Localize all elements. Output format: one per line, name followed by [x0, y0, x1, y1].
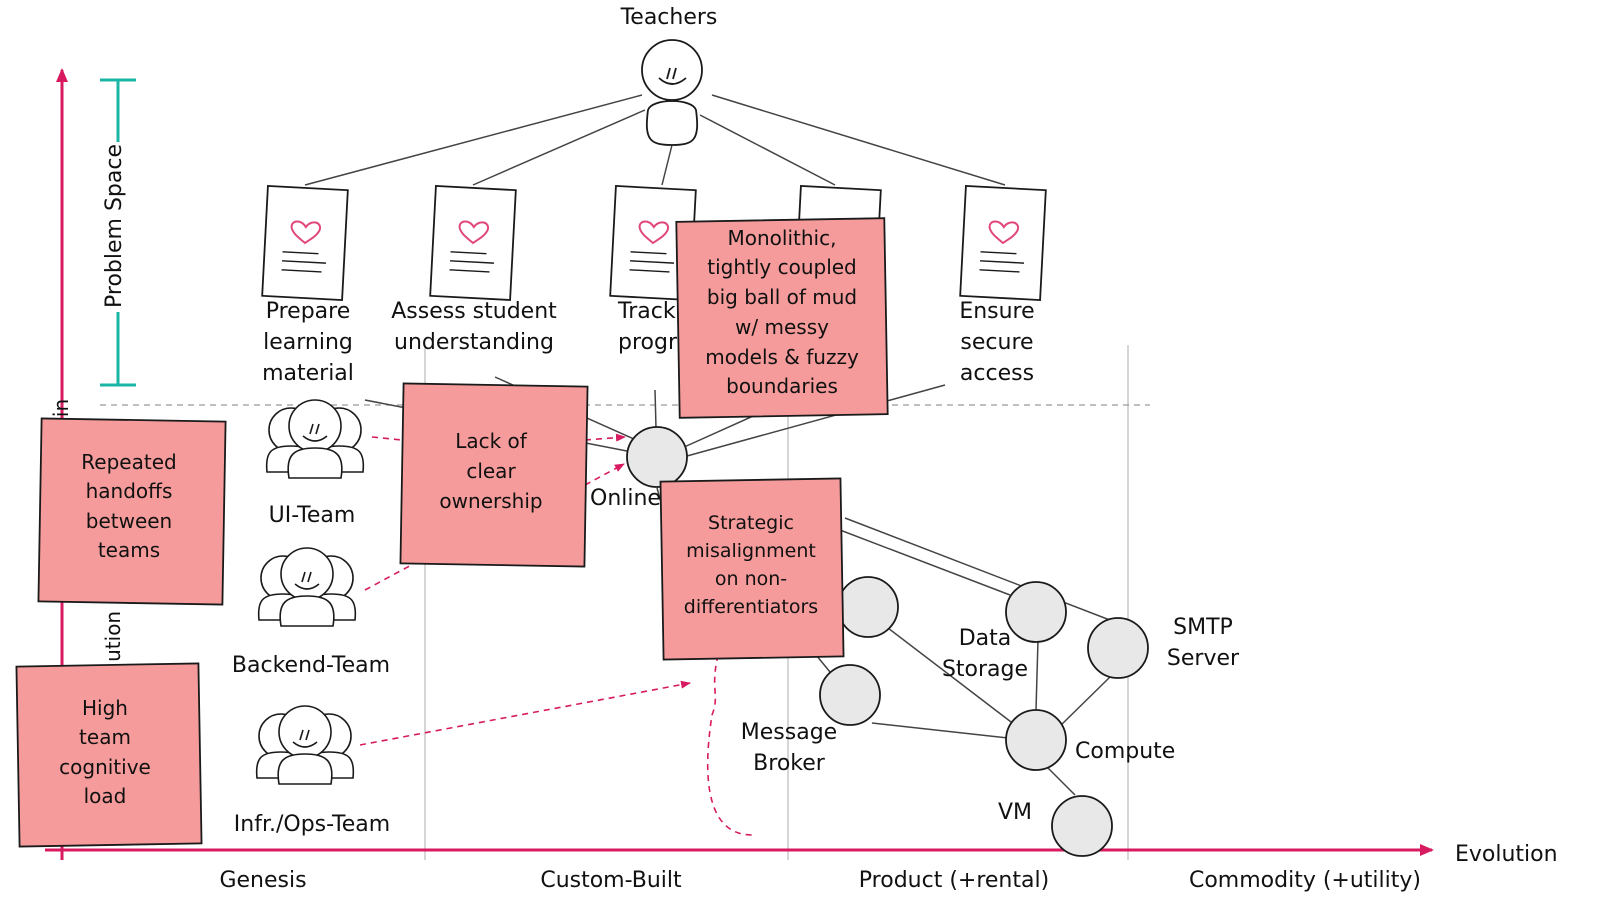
- document-heart-icon: [959, 185, 1047, 301]
- stage-custom-built: Custom-Built: [540, 868, 682, 893]
- sticky-line: between: [86, 509, 172, 533]
- sticky-line: load: [84, 784, 127, 808]
- sticky-line: big ball of mud: [707, 285, 857, 309]
- label-message-broker-1: Message: [741, 720, 837, 745]
- node-online[interactable]: [626, 426, 688, 488]
- component-nodes: [626, 426, 1149, 857]
- problem-space-label: Problem Space: [102, 144, 127, 308]
- team-infra-ops: Infr./Ops-Team: [234, 705, 390, 837]
- sticky-line: on non-: [715, 568, 787, 590]
- person-icon: [641, 39, 703, 146]
- team-label: Infr./Ops-Team: [234, 812, 390, 837]
- sticky-line: Repeated: [81, 450, 176, 474]
- sticky-line: Lack of: [455, 429, 528, 453]
- document-heart-icon: [609, 185, 697, 301]
- arrow-infra-to-components: [359, 680, 691, 746]
- sticky-line: clear: [466, 459, 516, 483]
- label-smtp-2: Server: [1167, 646, 1240, 671]
- team-icon: [265, 399, 365, 479]
- user-need-links: [304, 94, 1006, 186]
- sticky-line: boundaries: [726, 374, 838, 398]
- need-label-line: Ensure: [959, 299, 1034, 324]
- sticky-lack-of-ownership: Lack of clear ownership: [399, 382, 589, 568]
- stage-product: Product (+rental): [859, 868, 1049, 893]
- label-online: Online: [590, 486, 661, 511]
- sticky-line: tightly coupled: [707, 255, 857, 279]
- arrow-backend-to-online: [364, 554, 431, 591]
- label-smtp-1: SMTP: [1173, 615, 1233, 640]
- sticky-line: Strategic: [708, 512, 794, 534]
- document-heart-icon: [261, 185, 349, 301]
- sticky-line: teams: [98, 538, 160, 562]
- sticky-line: models & fuzzy: [705, 345, 859, 369]
- sticky-repeated-handoffs: Repeated handoffs between teams: [37, 417, 227, 606]
- y-axis-fragment-ution: ution s: [101, 594, 125, 662]
- sticky-line: differentiators: [684, 596, 818, 618]
- sticky-line: w/ messy: [735, 315, 829, 339]
- node-message-broker[interactable]: [819, 664, 881, 726]
- need-label-line: access: [960, 361, 1034, 386]
- need-label-line: material: [262, 361, 354, 386]
- need-documents: [261, 185, 1047, 301]
- node-vm[interactable]: [1051, 795, 1113, 857]
- stage-commodity: Commodity (+utility): [1189, 868, 1421, 893]
- component-links: [811, 517, 1116, 796]
- need-label-line: progr: [618, 330, 678, 355]
- sticky-strategic-misalignment: Strategic misalignment on non- different…: [659, 477, 845, 661]
- team-label: UI-Team: [269, 503, 356, 528]
- team-icon: [255, 705, 355, 785]
- sticky-line: High: [82, 696, 128, 720]
- label-vm: VM: [998, 800, 1032, 825]
- need-label-line: Track: [617, 299, 676, 324]
- arrow-backend-to-online-2: [584, 463, 625, 486]
- node-compute[interactable]: [1005, 709, 1067, 771]
- document-heart-icon: [429, 185, 517, 301]
- team-label: Backend-Team: [232, 653, 390, 678]
- sticky-line: ownership: [439, 489, 542, 513]
- need-labels: Prepare learning material Assess student…: [262, 299, 1035, 386]
- label-message-broker-2: Broker: [753, 751, 826, 776]
- sticky-line: handoffs: [86, 479, 173, 503]
- node-data-storage[interactable]: [1005, 581, 1067, 643]
- sticky-line: Monolithic,: [728, 226, 837, 250]
- problem-space-label-bg: [104, 142, 132, 312]
- need-label-line: learning: [263, 330, 353, 355]
- team-backend: Backend-Team: [232, 547, 390, 678]
- sticky-line: team: [79, 725, 131, 749]
- sticky-monolithic: Monolithic, tightly coupled big ball of …: [675, 217, 889, 419]
- sticky-line: misalignment: [686, 540, 816, 562]
- sticky-line: cognitive: [59, 755, 151, 779]
- label-data-storage-1: Data: [959, 626, 1012, 651]
- label-compute: Compute: [1075, 739, 1175, 764]
- arrow-ui-to-online-2: [584, 433, 626, 442]
- arrow-ui-to-online: [371, 436, 403, 441]
- label-data-storage-2: Storage: [942, 657, 1028, 682]
- arrow-strategic-curve: [706, 654, 753, 836]
- x-axis-label: Evolution: [1455, 842, 1558, 867]
- node-smtp-server[interactable]: [1087, 617, 1149, 679]
- stage-genesis: Genesis: [219, 868, 306, 893]
- need-label-line: Assess student: [391, 299, 557, 324]
- need-label-line: secure: [960, 330, 1033, 355]
- team-icon: [257, 547, 357, 627]
- sticky-high-cognitive-load: High team cognitive load: [15, 662, 203, 848]
- team-ui: UI-Team: [265, 399, 365, 528]
- need-label-line: understanding: [394, 330, 554, 355]
- y-axis-fragment-in: in: [49, 399, 73, 417]
- node-unnamed[interactable]: [837, 576, 899, 638]
- need-label-line: Prepare: [266, 299, 351, 324]
- ownership-arrows: [359, 433, 753, 836]
- user-label: Teachers: [620, 5, 718, 30]
